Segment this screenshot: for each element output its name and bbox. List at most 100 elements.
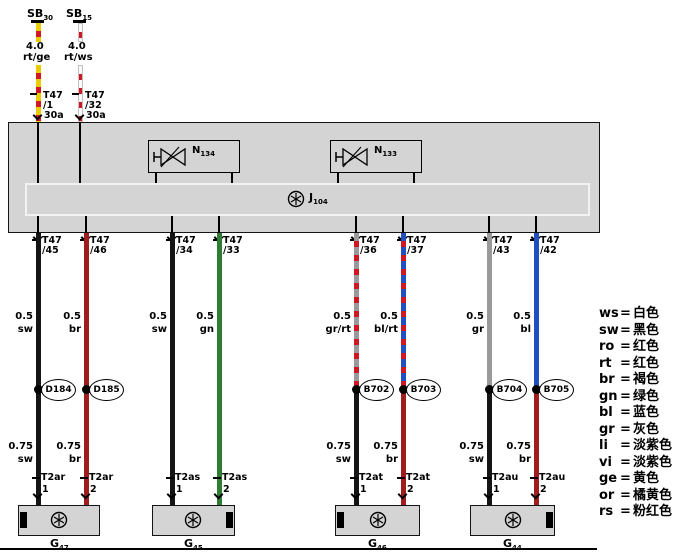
connector-pin-label: 2 [407, 484, 414, 495]
pin-label-line2: /33 [223, 245, 240, 256]
wire-color-code: br [518, 454, 531, 465]
fuse-color-label: rt/ws [64, 52, 93, 63]
fuse-pin-label-line1: T47 [85, 90, 105, 101]
wire-gauge-label: 0.5 bl [497, 310, 531, 336]
pin-label-line2: /37 [407, 245, 424, 256]
terminal-30a-label: 30a [44, 110, 64, 121]
pin-label-line1: T47 [223, 235, 243, 246]
pin-lead [171, 216, 173, 233]
connector-pin-label: 2 [540, 484, 547, 495]
splice-label: B702 [359, 379, 394, 401]
fuse-pin-label-line2: /1 [43, 100, 54, 111]
splice-dot [82, 385, 91, 394]
wire-gauge-label: 0.75 sw [317, 440, 351, 466]
legend-item: ws=白色 [599, 302, 672, 321]
pin-lead [535, 216, 537, 233]
gauge-value: 0.5 [63, 311, 81, 322]
legend-color-name: 蓝色 [633, 405, 660, 420]
splice-dot [34, 385, 43, 394]
wire-upper [84, 233, 89, 390]
pin-label-line1: T47 [90, 235, 110, 246]
connector-pin-label: 1 [176, 484, 183, 495]
wire-color-code: sw [151, 324, 167, 335]
wire-color-code: gr [471, 324, 484, 335]
connector-label: T2as [175, 472, 201, 483]
connector-tick [483, 477, 491, 479]
fuse-sb15-label: SB15 [66, 7, 93, 23]
valve-lead [155, 173, 157, 183]
wire-color-code: bl/rt [374, 324, 398, 335]
wire-gauge-label: 0.5 gr [450, 310, 484, 336]
fuse-pin-label-line2: /32 [85, 100, 102, 111]
legend-code: ge [599, 471, 618, 486]
wire-upper [487, 233, 492, 390]
wire-upper [36, 233, 41, 390]
splice-label: D184 [41, 379, 76, 401]
wire-lower [354, 390, 359, 506]
gauge-value: 0.5 [333, 311, 351, 322]
legend-color-name: 淡紫色 [633, 454, 673, 470]
pin-label-line2: /34 [176, 245, 193, 256]
wire-lower [534, 390, 539, 506]
pin-lead [355, 216, 357, 233]
wire-lower [401, 390, 406, 506]
gauge-value: 0.5 [15, 311, 33, 322]
valve-n133-label: N133 [374, 145, 397, 158]
gauge-value: 0.75 [506, 441, 531, 452]
gauge-value: 0.75 [373, 441, 398, 452]
pin-tick [72, 93, 79, 95]
connector-label: T2au [492, 472, 519, 483]
wire-full [217, 233, 222, 506]
equals-sign: = [620, 306, 631, 321]
pin-label-line2: /42 [540, 245, 557, 256]
legend-code: rs [599, 504, 614, 519]
valve-icon [335, 146, 368, 168]
legend-item: ge=黄色 [599, 467, 672, 486]
supply-lead [79, 122, 81, 183]
equals-sign: = [620, 471, 631, 486]
control-unit-symbol-icon [287, 190, 305, 208]
pin-label-line1: T47 [540, 235, 560, 246]
pin-lead [488, 216, 490, 233]
connector-label: T2ar [89, 472, 114, 483]
connector-tab [337, 512, 344, 528]
fuse-wire-upper [36, 23, 41, 42]
gauge-value: 0.75 [8, 441, 33, 452]
wire-lower [84, 390, 89, 506]
connector-label: T2as [222, 472, 248, 483]
legend-item: ro=红色 [599, 335, 672, 354]
legend-color-name: 灰色 [633, 421, 660, 437]
legend-color-name: 粉红色 [633, 504, 673, 519]
wire-upper [401, 233, 406, 390]
component-g45-box [152, 505, 235, 536]
pin-label-line1: T47 [360, 235, 380, 246]
connector-label: T2at [406, 472, 431, 483]
fuse-pin-label-line1: T47 [43, 90, 63, 101]
pin-lead [402, 216, 404, 233]
control-module-box [8, 122, 600, 233]
legend-code: vi [599, 454, 612, 470]
control-unit-j104-label: J104 [309, 191, 328, 207]
splice-dot [352, 385, 361, 394]
equals-sign: = [620, 487, 631, 503]
legend-color-name: 黑色 [633, 322, 660, 338]
wire-color-code: br [68, 454, 81, 465]
connector-tick [530, 477, 538, 479]
wire-color-code: br [385, 454, 398, 465]
legend-code: sw [599, 322, 619, 338]
wire-color-code: bl [520, 324, 531, 335]
fuse-wire-upper [78, 23, 83, 42]
fuse-gauge-label: 4.0 [26, 41, 44, 52]
splice-label: B704 [492, 379, 527, 401]
legend-item: gn=绿色 [599, 385, 672, 404]
splice-dot [399, 385, 408, 394]
connector-tick [350, 477, 358, 479]
component-symbol-icon [50, 511, 68, 529]
connector-tick [80, 477, 88, 479]
pin-lead [37, 216, 39, 233]
connector-pin-label: 2 [223, 484, 230, 495]
wire-gauge-label: 0.75 br [47, 440, 81, 466]
connector-tick [166, 477, 174, 479]
wire-gauge-label: 0.75 br [364, 440, 398, 466]
fuse-wire-lower [36, 65, 41, 122]
